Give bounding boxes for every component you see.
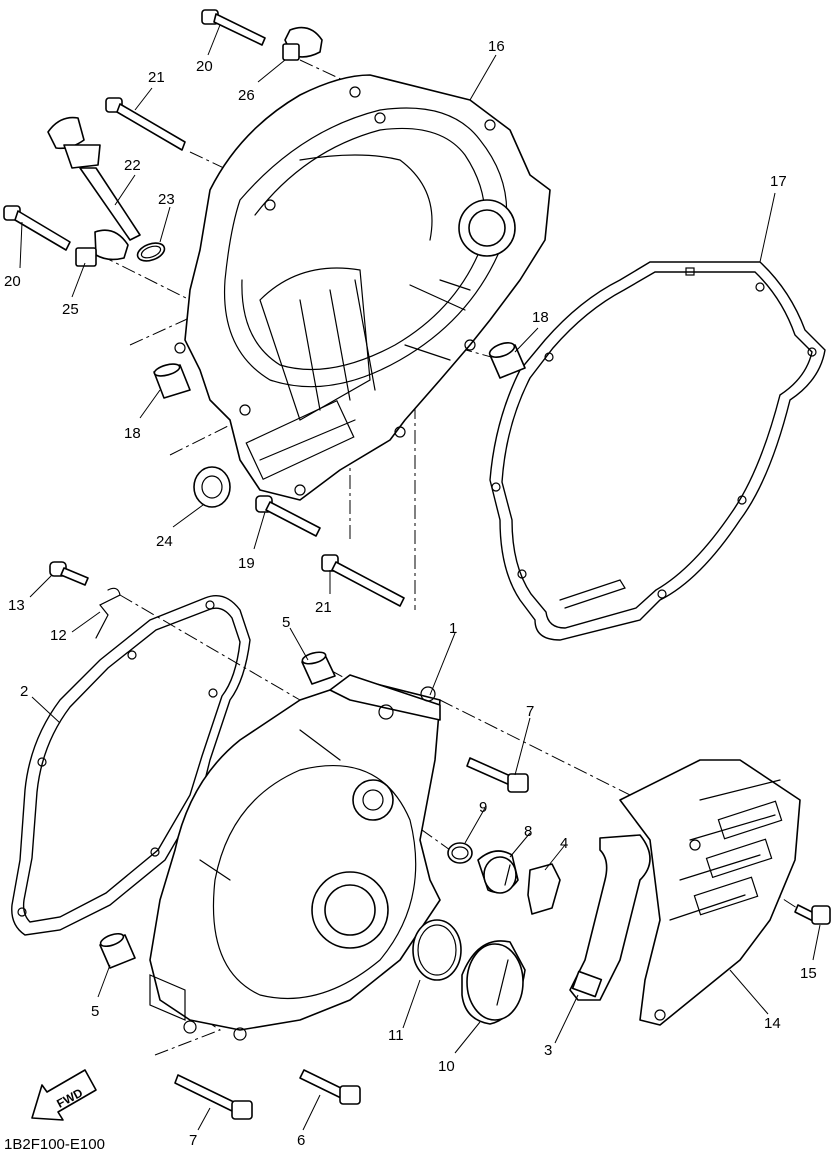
bolt-19 xyxy=(255,495,321,537)
callout-21-top: 21 xyxy=(148,69,165,86)
callout-9: 9 xyxy=(479,799,487,816)
callout-12: 12 xyxy=(50,627,67,644)
callout-4: 4 xyxy=(560,835,568,852)
bolt-20-left xyxy=(3,205,71,251)
callout-7-lower: 7 xyxy=(189,1132,197,1149)
bolt-7-lower xyxy=(174,1074,253,1120)
callout-1: 1 xyxy=(449,620,457,637)
o-ring-23 xyxy=(136,242,166,262)
callout-18-right: 18 xyxy=(532,309,549,326)
dipstick-22 xyxy=(47,116,141,241)
diagram-code: 1B2F100-E100 xyxy=(4,1136,105,1150)
bolt-20-top xyxy=(201,9,266,46)
leader-lines xyxy=(19,24,821,1131)
callout-10: 10 xyxy=(438,1058,455,1075)
gasket-2 xyxy=(11,595,251,936)
callout-20-left: 20 xyxy=(4,273,21,290)
callout-21-lower: 21 xyxy=(315,599,332,616)
crankcase-16 xyxy=(174,74,551,501)
plug-10 xyxy=(461,940,526,1025)
oil-seal-24 xyxy=(193,466,231,508)
callout-18-left: 18 xyxy=(124,425,141,442)
callout-5-top: 5 xyxy=(282,614,290,631)
callout-24: 24 xyxy=(156,533,173,550)
callout-8: 8 xyxy=(524,823,532,840)
callout-17: 17 xyxy=(770,173,787,190)
callout-19: 19 xyxy=(238,555,255,572)
callout-26: 26 xyxy=(238,87,255,104)
bolt-21-top xyxy=(105,97,186,151)
callout-20-top: 20 xyxy=(196,58,213,75)
damper-4 xyxy=(527,863,561,915)
callout-15: 15 xyxy=(800,965,817,982)
callout-14: 14 xyxy=(764,1015,781,1032)
callout-23: 23 xyxy=(158,191,175,208)
o-ring-11 xyxy=(412,919,462,981)
bolt-15 xyxy=(794,904,831,925)
dowel-18-right xyxy=(488,342,526,379)
screw-13 xyxy=(49,561,89,586)
crankcase-cover-1 xyxy=(149,674,441,1041)
fwd-arrow-icon: FWD xyxy=(31,1069,97,1121)
cover-14 xyxy=(619,759,801,1026)
callout-25: 25 xyxy=(62,301,79,318)
callout-5-bottom: 5 xyxy=(91,1003,99,1020)
callout-7-upper: 7 xyxy=(526,703,534,720)
bracket-3 xyxy=(569,834,651,1001)
callout-3: 3 xyxy=(544,1042,552,1059)
clamp-26 xyxy=(282,26,323,61)
clip-12 xyxy=(95,587,121,639)
clamp-25 xyxy=(75,229,129,267)
callout-13: 13 xyxy=(8,597,25,614)
dowel-18-left xyxy=(153,363,191,399)
bolt-7-upper xyxy=(466,757,529,793)
callout-6: 6 xyxy=(297,1132,305,1149)
o-ring-9 xyxy=(447,842,473,864)
gasket-17 xyxy=(489,261,826,641)
plug-8 xyxy=(477,850,519,894)
callout-11: 11 xyxy=(388,1027,404,1044)
callouts: 16 17 20 26 21 22 23 20 25 18 18 24 19 2… xyxy=(4,38,817,1149)
dowel-5-bottom xyxy=(99,932,136,969)
bolt-21-lower xyxy=(321,554,405,607)
callout-16: 16 xyxy=(488,38,505,55)
dowel-5-top xyxy=(301,651,336,685)
bolt-6 xyxy=(299,1069,361,1105)
callout-22: 22 xyxy=(124,157,141,174)
callout-2: 2 xyxy=(20,683,28,700)
